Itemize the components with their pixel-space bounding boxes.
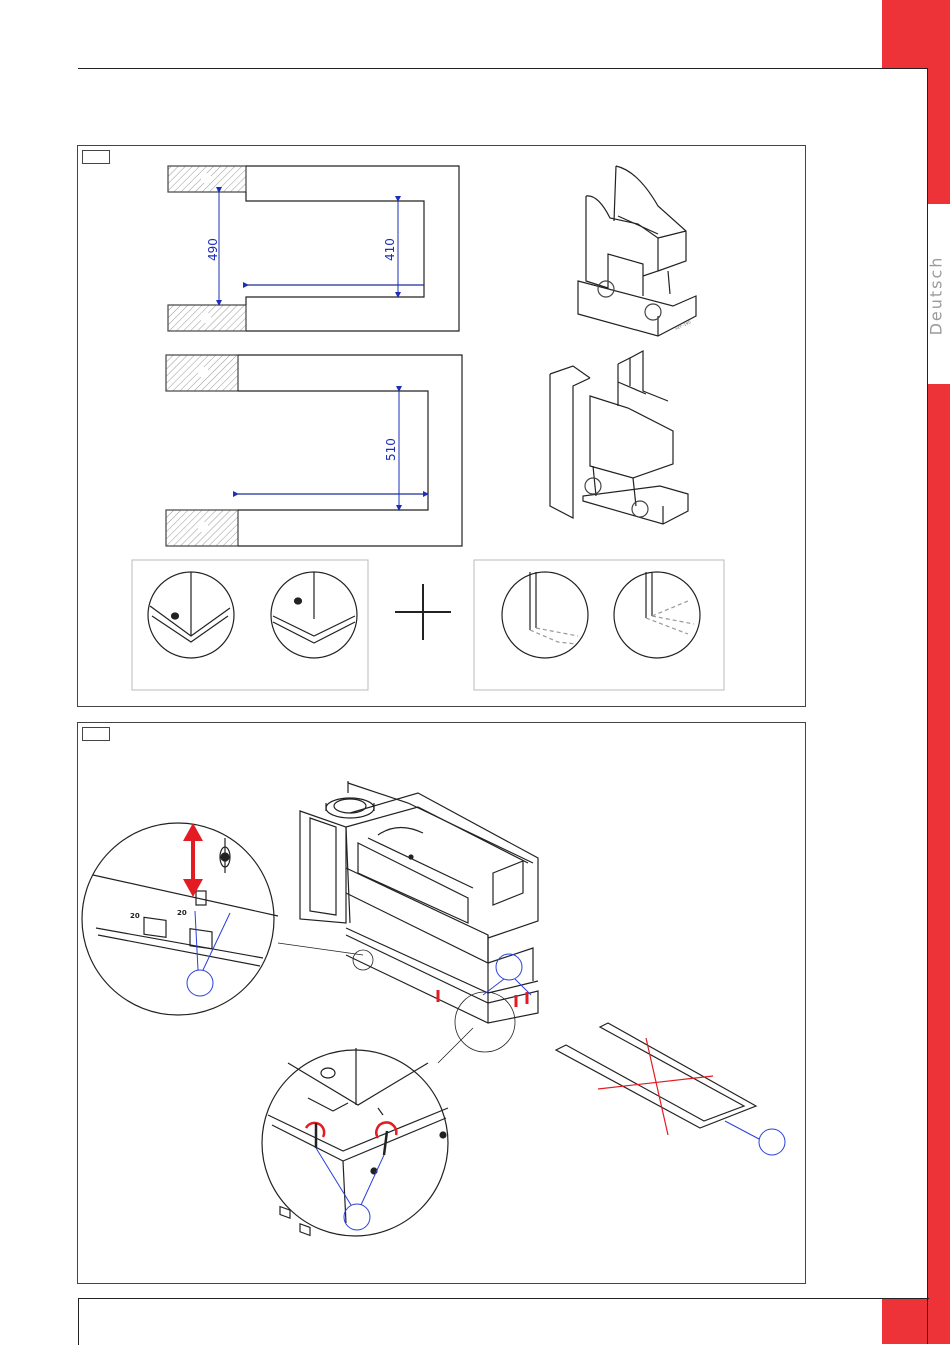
- red-side-strip-lower: [927, 384, 950, 1344]
- detail-circle-2: [271, 572, 357, 658]
- dim-depth-corner: 510: [384, 438, 398, 461]
- detail-box-right: [474, 560, 724, 690]
- detail-circle-3: [502, 572, 588, 658]
- figure-panel-1: 490 410 510: [77, 145, 806, 707]
- plate-marking-1: 20: [130, 912, 140, 920]
- language-tab[interactable]: Deutsch: [919, 255, 950, 335]
- red-side-strip-upper: [927, 68, 950, 204]
- detail-circle-1: [148, 572, 234, 658]
- frame-callout: [725, 1121, 785, 1155]
- iso-view-corner: [550, 351, 688, 524]
- figure-1-drawing: 490 410 510: [78, 146, 805, 706]
- svg-text:REF-190: REF-190: [674, 319, 692, 331]
- dim-depth-inner: 410: [383, 238, 397, 261]
- plan-view-corner: [166, 355, 462, 546]
- plus-sign: [395, 584, 451, 640]
- zoom-detail-screws: [262, 1048, 448, 1236]
- zoom-detail-slot: [82, 823, 278, 1015]
- footer-frame: [78, 1298, 929, 1345]
- dim-depth-outer: 490: [206, 238, 220, 261]
- fireplace-unit: [300, 781, 538, 1023]
- screw-rotate-markers: [306, 1122, 396, 1138]
- discard-cross: [598, 1038, 713, 1135]
- detail-circle-4: [614, 572, 700, 658]
- discarded-frame: [556, 1023, 756, 1128]
- header-rule: [78, 68, 928, 69]
- zoom-connectors: [278, 943, 515, 1063]
- language-label: Deutsch: [927, 255, 946, 335]
- iso-view-niche: [578, 166, 696, 336]
- base-red-markers: [438, 990, 527, 1007]
- height-adjust-arrow: [183, 823, 203, 897]
- screw-callout: [316, 1148, 384, 1230]
- top-red-tab: [882, 0, 950, 68]
- plate-marking-2: 20: [177, 909, 187, 917]
- figure-panel-2: 20 20: [77, 722, 806, 1284]
- figure-2-drawing: 20 20: [78, 723, 805, 1283]
